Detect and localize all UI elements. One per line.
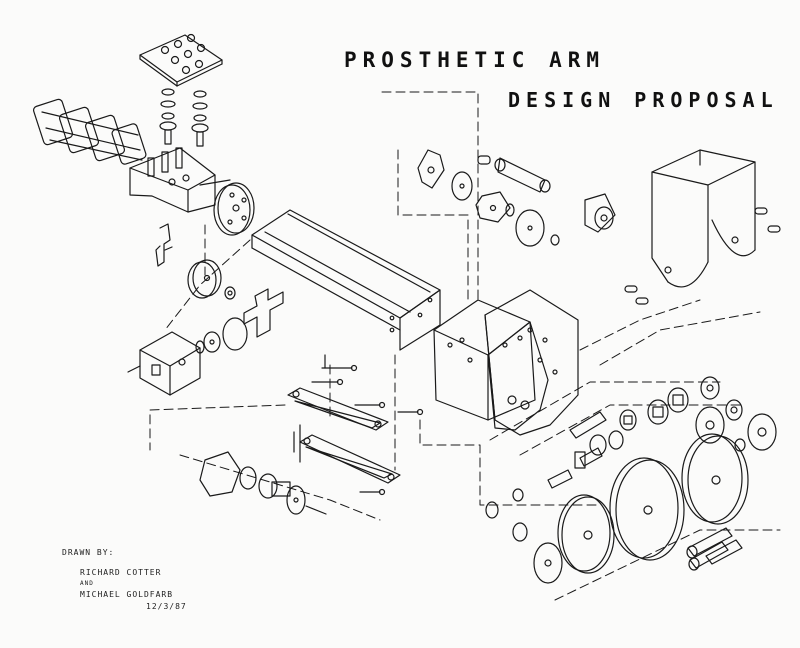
top-plate-assembly xyxy=(139,33,223,147)
title-line-2: DESIGN PROPOSAL xyxy=(508,88,779,112)
hook-clip xyxy=(155,223,173,267)
wrist-disc xyxy=(213,182,255,236)
gear-motor xyxy=(199,451,327,515)
finger-segments xyxy=(32,98,147,165)
left-pulley xyxy=(187,259,236,300)
palm-block xyxy=(129,147,231,213)
large-pulleys xyxy=(485,433,749,584)
title-line-1: PROSTHETIC ARM xyxy=(344,48,606,72)
elbow-gear-stack xyxy=(589,376,777,456)
cross-bracket xyxy=(243,288,284,338)
and-label: AND xyxy=(80,580,94,587)
wrist-rotation-parts xyxy=(417,149,616,247)
elbow-bracket xyxy=(433,299,549,431)
upper-arm-plate xyxy=(484,289,579,436)
drawing-date: 12/3/87 xyxy=(146,602,187,611)
threaded-rods xyxy=(686,527,743,571)
motor-mount xyxy=(127,331,201,396)
author-2: MICHAEL GOLDFARB xyxy=(80,590,174,599)
shoulder-housing xyxy=(624,149,781,305)
link-bar-upper xyxy=(287,387,389,431)
assembly-guide-lines xyxy=(149,91,781,601)
author-1: RICHARD COTTER xyxy=(80,568,162,577)
wrist-gear-stack xyxy=(195,317,248,354)
shafts xyxy=(547,411,607,489)
screws xyxy=(293,354,424,496)
drawn-by-label: DRAWN BY: xyxy=(62,548,115,557)
forearm-channel xyxy=(251,209,441,351)
link-bar-lower xyxy=(299,434,401,484)
